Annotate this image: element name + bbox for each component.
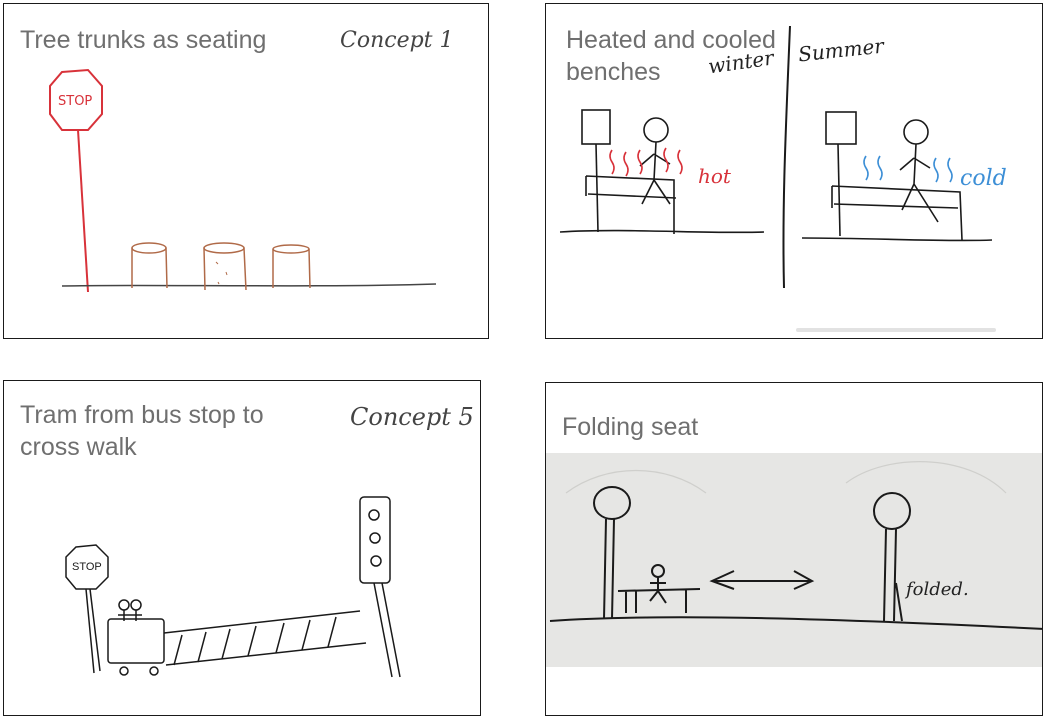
person-icon — [643, 117, 669, 143]
card-title: Folding seat — [562, 413, 699, 441]
concept-card-folding-seat: Folding seat — [545, 382, 1043, 716]
stop-sign-label: STOP — [72, 561, 102, 573]
tree-trunk — [272, 244, 311, 289]
tree-trunk — [203, 242, 247, 291]
card-title-line: Heated and cooled — [566, 26, 776, 54]
card-title-line: cross walk — [20, 433, 137, 461]
bus-stop-sign-icon — [593, 486, 631, 520]
hot-label: hot — [698, 164, 731, 188]
summer-scene — [801, 111, 993, 242]
divider-line — [782, 25, 791, 289]
folding-seat-sketch — [549, 461, 1042, 630]
stop-sign-pole — [77, 129, 89, 293]
concept-annotation: Concept 1 — [340, 28, 454, 53]
tram-icon — [107, 618, 165, 664]
stop-sign-icon — [65, 544, 109, 590]
heat-waves — [609, 147, 683, 177]
person-icon — [651, 564, 665, 578]
tree-trunk-sketch — [49, 68, 437, 293]
crosswalk — [163, 610, 367, 666]
ground-line — [61, 283, 437, 287]
person-icon — [118, 599, 130, 611]
horizontal-scrollbar[interactable] — [796, 328, 996, 332]
stop-sign-pole — [85, 588, 101, 674]
cold-label: cold — [960, 166, 1007, 191]
cool-waves — [863, 155, 953, 183]
traffic-light-pole — [373, 582, 401, 678]
card-title: Tram from bus stop to cross walk — [20, 399, 264, 463]
sketch-photo: folded. — [546, 453, 1042, 667]
concept-card-tree-trunks: Tree trunks as seating Concept 1 STOP — [3, 3, 489, 339]
paper-texture — [565, 461, 1007, 494]
card-title-line: benches — [566, 58, 661, 86]
bus-stop-sign-icon — [873, 492, 911, 530]
concept-annotation: Concept 5 — [350, 403, 474, 431]
bus-stop-sign-icon — [581, 109, 611, 145]
bench-sketch — [559, 25, 993, 289]
stop-sign-label: STOP — [58, 94, 93, 109]
bus-stop-sign-icon — [825, 111, 857, 145]
tram-sketch — [65, 496, 401, 678]
person-icon — [130, 599, 142, 611]
person-icon — [903, 119, 929, 145]
ground-line — [801, 237, 993, 242]
stop-sign-icon — [49, 68, 103, 131]
traffic-light-icon — [359, 496, 391, 584]
winter-scene — [559, 109, 765, 234]
card-title-line: Tram from bus stop to — [20, 401, 264, 429]
card-title: Tree trunks as seating — [20, 26, 267, 54]
card-title: Heated and cooled benches — [566, 24, 776, 88]
ground-line — [549, 616, 1042, 630]
tree-trunk — [131, 242, 168, 289]
concept-card-tram: Tram from bus stop to cross walk Concept… — [3, 380, 481, 716]
folded-label: folded. — [906, 579, 969, 600]
concept-card-heated-cooled-benches: Heated and cooled benches winter Summer — [545, 3, 1043, 339]
ground-line — [559, 229, 765, 234]
double-arrow-icon — [709, 570, 815, 590]
